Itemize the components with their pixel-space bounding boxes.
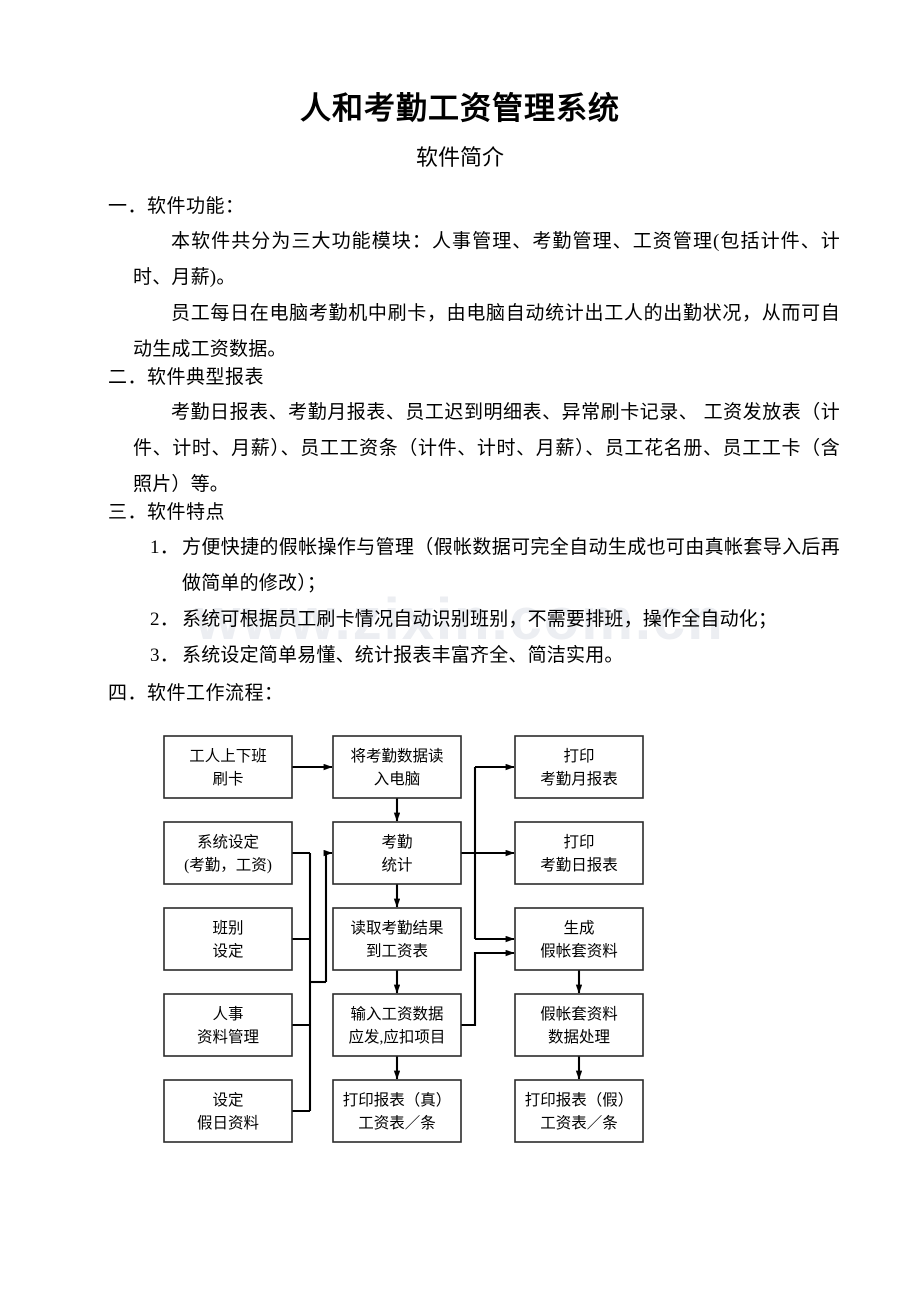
section-2-title: 软件典型报表	[147, 367, 265, 389]
node-label-line2: 统计	[381, 856, 412, 874]
node-box	[514, 907, 644, 971]
section-1-title: 软件功能：	[147, 196, 245, 218]
node-label-line1: 设定	[212, 1091, 243, 1109]
node-label-line1: 输入工资数据	[350, 1005, 443, 1023]
section-3-title: 软件特点	[147, 502, 226, 524]
list-item: 2．系统可根据员工刷卡情况自动识别班别，不需要排班，操作全自动化；	[150, 602, 840, 638]
feature-2-text: 系统可根据员工刷卡情况自动识别班别，不需要排班，操作全自动化；	[182, 609, 778, 631]
node-label-line2: 数据处理	[548, 1028, 610, 1046]
node-label-line1: 班别	[212, 919, 243, 937]
node-box	[163, 735, 293, 799]
node-label-line2: 考勤月报表	[540, 770, 618, 788]
node-box	[514, 1079, 644, 1143]
feature-2-number: 2．	[150, 609, 179, 631]
section-1-paragraph-1: 本软件共分为三大功能模块：人事管理、考勤管理、工资管理(包括计件、计时、月薪)。	[133, 231, 840, 289]
node-label-line2: 考勤日报表	[540, 856, 618, 874]
list-item: 1．方便快捷的假帐操作与管理（假帐数据可完全自动生成也可由真帐套导入后再做简单的…	[150, 530, 840, 602]
body-text: 一．软件功能： 本软件共分为三大功能模块：人事管理、考勤管理、工资管理(包括计件…	[0, 197, 920, 703]
section-2-heading: 二．软件典型报表	[108, 368, 840, 387]
flow-node-n2: 系统设定 (考勤，工资)	[163, 821, 293, 885]
node-label-line2: 工资表／条	[358, 1114, 436, 1132]
section-1-heading: 一．软件功能：	[108, 197, 840, 216]
node-label-line2: (考勤，工资)	[184, 856, 272, 874]
node-box	[332, 1079, 462, 1143]
node-label-line2: 到工资表	[366, 942, 428, 960]
node-box	[514, 821, 644, 885]
feature-3-number: 3．	[150, 645, 179, 667]
node-box	[163, 821, 293, 885]
flow-node-n15: 打印报表（假） 工资表／条	[514, 1079, 644, 1143]
feature-3-text: 系统设定简单易懂、统计报表丰富齐全、简洁实用。	[182, 645, 624, 667]
page-title: 人和考勤工资管理系统	[300, 91, 620, 127]
node-label-line2: 工资表／条	[540, 1114, 618, 1132]
node-box	[163, 993, 293, 1057]
section-1-number: 一．	[108, 196, 148, 218]
section-4-heading: 四．软件工作流程：	[108, 684, 840, 703]
node-label-line2: 资料管理	[197, 1028, 259, 1046]
page-subtitle: 软件简介	[415, 146, 504, 172]
section-3-heading: 三．软件特点	[108, 503, 840, 522]
flowchart-nodes: 工人上下班刷卡系统设定(考勤，工资)班别设定人事资料管理设定假日资料将考勤数据读…	[163, 735, 644, 1143]
watermark-text: www.zixin.com.cn	[195, 587, 725, 652]
connector	[461, 949, 515, 1027]
node-label-line1: 打印报表（假）	[525, 1091, 634, 1109]
node-label-line1: 打印	[563, 747, 594, 765]
feature-list: 1．方便快捷的假帐操作与管理（假帐数据可完全自动生成也可由真帐套导入后再做简单的…	[108, 530, 840, 674]
node-label-line2: 应发,应扣项目	[349, 1027, 446, 1046]
flow-node-n10: 打印报表（真） 工资表／条	[332, 1079, 462, 1143]
connector	[323, 849, 333, 982]
node-box	[332, 821, 462, 885]
node-label-line2: 刷卡	[212, 770, 243, 788]
node-label-line1: 打印	[563, 833, 594, 851]
section-1-paragraph-2: 员工每日在电脑考勤机中刷卡，由电脑自动统计出工人的出勤状况，从而可自动生成工资数…	[133, 303, 840, 361]
node-label-line2: 假帐套资料	[540, 942, 618, 960]
node-label-line1: 假帐套资料	[540, 1005, 618, 1023]
section-4-number: 四．	[108, 683, 148, 705]
node-box	[332, 993, 462, 1057]
node-box	[163, 1079, 293, 1143]
node-label-line1: 工人上下班	[189, 747, 267, 765]
section-2-number: 二．	[108, 367, 148, 389]
node-box	[332, 735, 462, 799]
node-label-line2: 设定	[212, 942, 243, 960]
workflow-flowchart: 工人上下班刷卡系统设定(考勤，工资)班别设定人事资料管理设定假日资料将考勤数据读…	[0, 728, 920, 1158]
feature-1-number: 1．	[150, 537, 179, 559]
flowchart-connectors	[292, 763, 583, 1113]
feature-1-text: 方便快捷的假帐操作与管理（假帐数据可完全自动生成也可由真帐套导入后再做简单的修改…	[182, 537, 840, 595]
node-box	[332, 907, 462, 971]
node-box	[163, 907, 293, 971]
list-item: 3．系统设定简单易懂、统计报表丰富齐全、简洁实用。	[150, 638, 840, 674]
section-4-title: 软件工作流程：	[147, 683, 284, 705]
node-box	[514, 993, 644, 1057]
document-content: 人和考勤工资管理系统 软件简介 一．软件功能： 本软件共分为三大功能模块：人事管…	[0, 91, 920, 703]
node-label-line1: 考勤	[381, 833, 412, 851]
node-label-line1: 人事	[212, 1005, 243, 1023]
node-label-line1: 系统设定	[197, 833, 259, 851]
node-label-line2: 假日资料	[197, 1114, 259, 1132]
node-label-line1: 打印报表（真）	[343, 1091, 452, 1109]
section-3-number: 三．	[108, 502, 148, 524]
node-label-line2: 入电脑	[374, 770, 421, 788]
node-label-line1: 读取考勤结果	[350, 919, 443, 937]
section-2-paragraph-1: 考勤日报表、考勤月报表、员工迟到明细表、异常刷卡记录、 工资发放表（计件、计时、…	[133, 402, 840, 496]
node-box	[514, 735, 644, 799]
node-label-line1: 将考勤数据读	[350, 747, 443, 765]
node-label-line1: 生成	[563, 919, 594, 937]
